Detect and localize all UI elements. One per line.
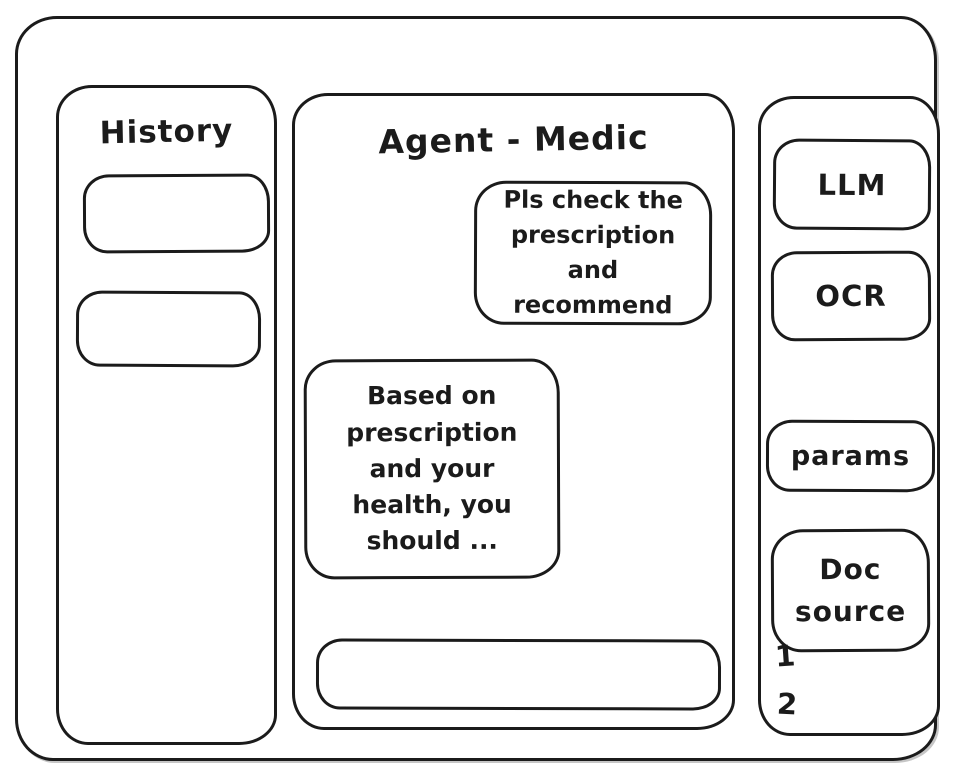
- tool-button-doc-source[interactable]: Doc source: [770, 528, 931, 653]
- assistant-message-bubble: Based on prescription and your health, y…: [303, 358, 561, 580]
- chat-panel-title: Agent - Medic: [378, 117, 649, 162]
- chat-input[interactable]: [315, 638, 722, 711]
- history-item[interactable]: [75, 290, 262, 368]
- app-window-frame: History Agent - Medic Pls check the pres…: [15, 16, 940, 761]
- tool-button-params[interactable]: params: [765, 419, 936, 493]
- doc-source-list-item-2: 2: [776, 686, 799, 722]
- tools-sidebar: LLM OCR params Doc source 1 2: [758, 96, 940, 736]
- tool-button-ocr[interactable]: OCR: [770, 250, 932, 342]
- tool-button-llm[interactable]: LLM: [772, 138, 932, 231]
- history-title: History: [99, 112, 234, 152]
- history-sidebar: History: [56, 85, 277, 745]
- doc-source-list-item-1: 1: [773, 638, 797, 674]
- history-item[interactable]: [82, 173, 271, 254]
- chat-panel: Agent - Medic Pls check the prescription…: [292, 93, 735, 730]
- user-message-bubble: Pls check the prescription and recommend: [473, 180, 713, 326]
